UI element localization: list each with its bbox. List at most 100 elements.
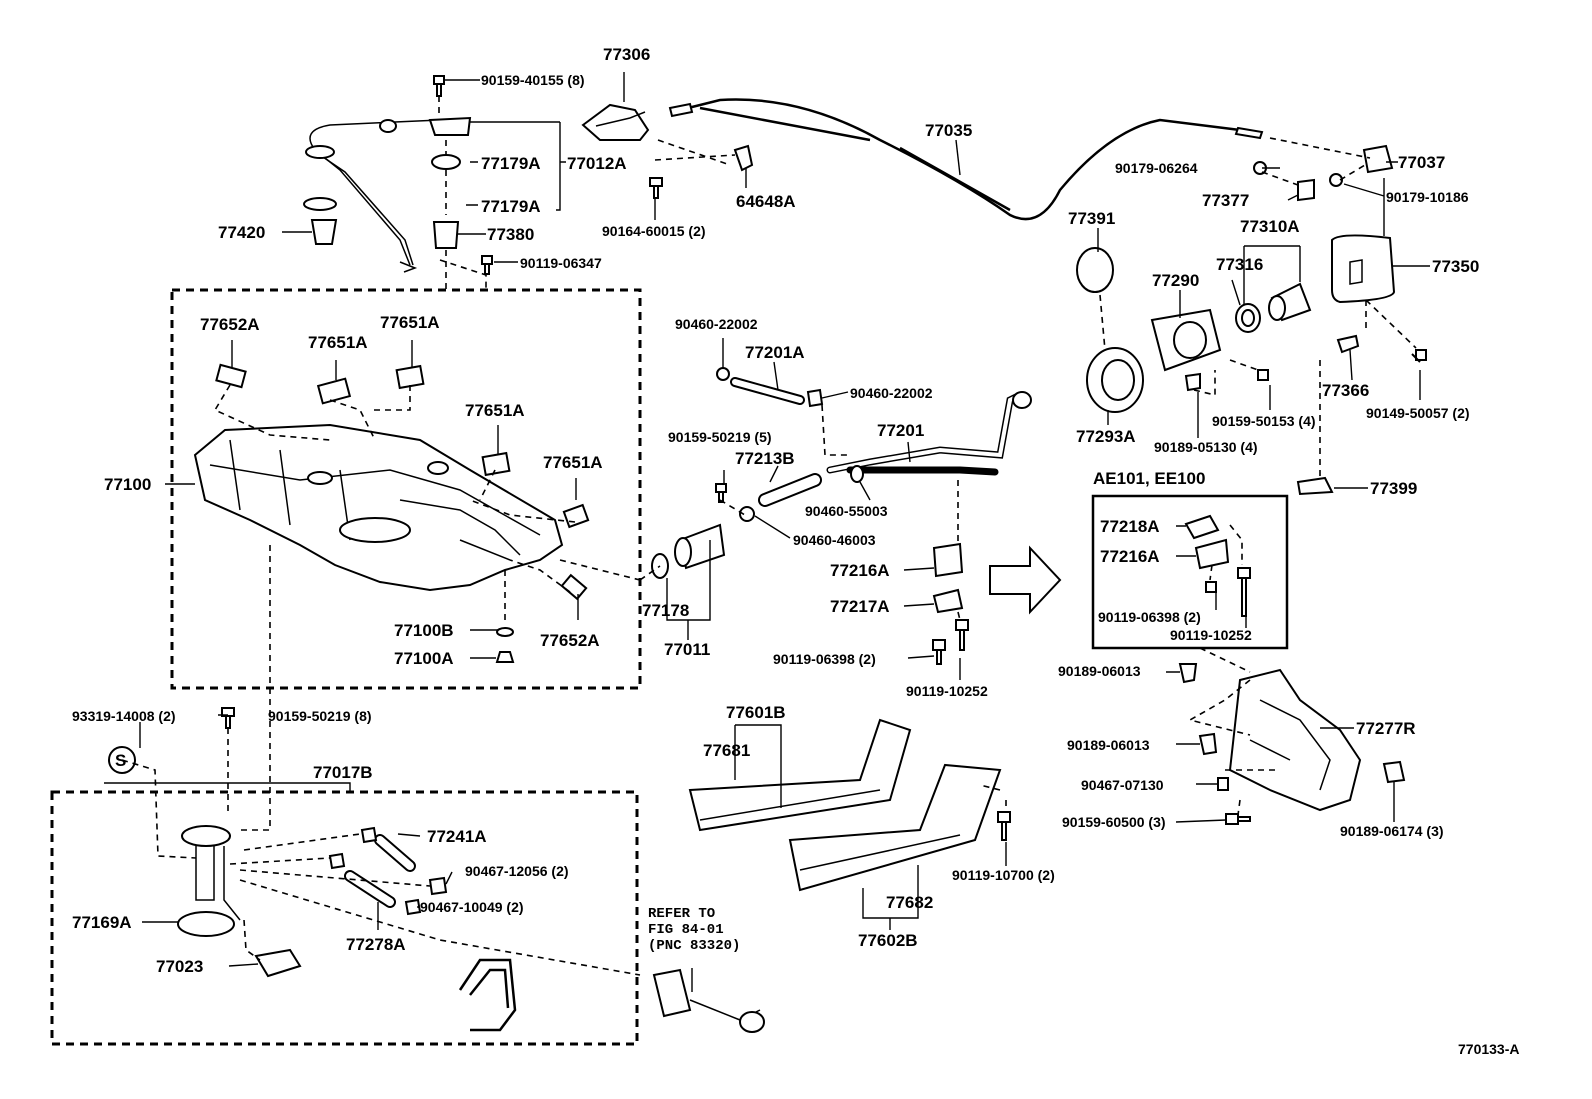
fuel-door-77350 [1331, 234, 1396, 304]
label-77652A-1: 77652A [200, 315, 260, 334]
label-90460-22002-1: 90460-22002 [675, 316, 758, 332]
strap-77601B [688, 718, 912, 832]
bolt-90149-50057 [1411, 349, 1427, 363]
hose-77241A [374, 834, 416, 872]
refer-note-line-1: REFER TO [648, 906, 715, 922]
label-90189-06013-2: 90189-06013 [1067, 737, 1150, 753]
fuel-pump-group-box [50, 790, 639, 1046]
label-90460-55003: 90460-55003 [805, 503, 888, 519]
label-77681: 77681 [703, 741, 750, 760]
bolt-90119-06398 [932, 639, 946, 665]
label-77366: 77366 [1322, 381, 1369, 400]
label-77023: 77023 [156, 957, 203, 976]
label-77293A: 77293A [1076, 427, 1136, 446]
label-90119-06398: 90119-06398 (2) [773, 651, 876, 667]
pad-77651A-2 [395, 364, 425, 390]
label-77100A: 77100A [394, 649, 454, 668]
bracket-77216A [932, 542, 964, 578]
label-90189-06013-1: 90189-06013 [1058, 663, 1141, 679]
filler-hose-77213B [758, 473, 822, 507]
filler-pipe-77201 [826, 391, 1032, 476]
label-sealant: S [115, 751, 126, 770]
label-77380: 77380 [487, 225, 534, 244]
fuel-pump-77017B [181, 825, 241, 921]
plug-77100A [495, 651, 515, 663]
label-77350: 77350 [1432, 257, 1479, 276]
inset-label-90119-06398: 90119-06398 (2) [1098, 609, 1201, 625]
fuel-tank-group-box [170, 288, 642, 690]
inlet-box-77290 [1150, 308, 1222, 372]
gasket-77391 [1076, 247, 1114, 293]
label-77310A: 77310A [1240, 217, 1300, 236]
cable-end-left [668, 102, 694, 118]
label-77652A-2: 77652A [540, 631, 600, 650]
inset-label-90119-10252: 90119-10252 [1170, 627, 1252, 643]
label-90119-06347: 90119-06347 [520, 255, 602, 271]
label-77306: 77306 [603, 45, 650, 64]
label-90164-60015: 90164-60015 (2) [602, 223, 706, 239]
label-77213B: 77213B [735, 449, 795, 468]
assembly-lines [121, 96, 1417, 976]
fuel-tubes [458, 958, 517, 1032]
clamp-90460-22002-a [716, 367, 730, 381]
label-77100B: 77100B [394, 621, 454, 640]
clip-90189-06013-a [1178, 663, 1198, 684]
vent-assembly [303, 75, 493, 275]
breather-hose-77201A [730, 377, 805, 405]
spring-77399 [1296, 476, 1334, 496]
lock-77037 [1362, 144, 1394, 174]
label-90467-07130: 90467-07130 [1081, 777, 1164, 793]
label-77201: 77201 [877, 421, 924, 440]
label-90189-05130: 90189-05130 (4) [1154, 439, 1258, 455]
clamp-90467-10049 [404, 898, 422, 916]
label-77216A: 77216A [830, 561, 890, 580]
pad-77652A-bottom [560, 573, 588, 601]
clamp-90460-46003 [739, 506, 755, 522]
label-77377: 77377 [1202, 191, 1249, 210]
pad-77652A-top [215, 363, 247, 389]
direction-arrow [989, 545, 1062, 615]
label-90189-06174: 90189-06174 (3) [1340, 823, 1444, 839]
label-90460-22002-2: 90460-22002 [850, 385, 933, 401]
label-77290: 77290 [1152, 271, 1199, 290]
label-77201A: 77201A [745, 343, 805, 362]
clamp-90460-55003 [850, 465, 864, 483]
label-77179A-1: 77179A [481, 154, 541, 173]
pad-77651A-1 [316, 377, 352, 405]
inset-bracket-77216A [1194, 538, 1230, 570]
label-77651A-1: 77651A [380, 313, 440, 332]
label-90467-10049: 90467-10049 (2) [420, 899, 524, 915]
label-77035: 77035 [925, 121, 972, 140]
clamp-90467-12056 [428, 876, 448, 896]
gasket-77316 [1235, 303, 1261, 333]
label-93319-14008: 93319-14008 (2) [72, 708, 176, 724]
label-77399: 77399 [1370, 479, 1417, 498]
label-77682: 77682 [886, 893, 933, 912]
figure-code: 770133-A [1458, 1041, 1520, 1057]
cable-end-right [1234, 126, 1264, 140]
label-90159-40155: 90159-40155 (8) [481, 72, 585, 88]
label-90159-50153: 90159-50153 (4) [1212, 413, 1316, 429]
inset-label-77218A: 77218A [1100, 517, 1160, 536]
inset-bolt-90119-06398 [1205, 581, 1217, 593]
strap-77602B [788, 763, 1002, 892]
label-77602B: 77602B [858, 931, 918, 950]
inset-title: AE101, EE100 [1093, 469, 1205, 488]
bracket-77377 [1297, 178, 1315, 202]
bolt-90159-40155 [433, 75, 445, 97]
label-77651A-2: 77651A [308, 333, 368, 352]
sender-gauge-ref [652, 968, 765, 1033]
label-90159-50219-5: 90159-50219 (5) [668, 429, 772, 445]
leader-lines [104, 72, 1430, 992]
label-77316: 77316 [1216, 255, 1263, 274]
callout-labels: 77306 90159-40155 (8) 77179A 77012A 7717… [72, 45, 1520, 1057]
label-77178: 77178 [642, 601, 689, 620]
bolt-90159-50219-5 [715, 483, 727, 503]
nut-90179-10186 [1329, 173, 1343, 187]
valve-77380 [432, 221, 460, 249]
clamp-90460-22002-b [806, 388, 824, 408]
inset-bolt-90119-10252 [1237, 567, 1251, 617]
refer-note-line-2: FIG 84-01 [648, 922, 724, 938]
clip-90189-05130 [1184, 372, 1201, 392]
label-77241A: 77241A [427, 827, 487, 846]
